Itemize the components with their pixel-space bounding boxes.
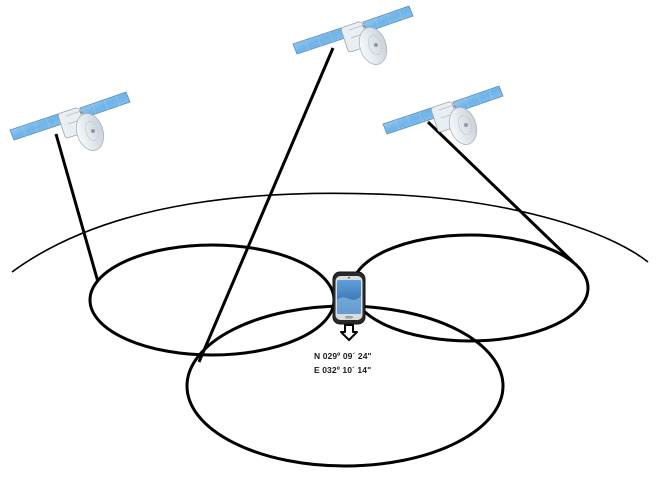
- longitude-label: E 032º 10´ 14": [314, 365, 372, 375]
- satellite-center: [292, 5, 414, 70]
- signal-line-left: [54, 133, 100, 283]
- satellite-icon: [292, 5, 414, 70]
- range-circle-right: [350, 233, 590, 343]
- range-circle-left: [88, 243, 336, 357]
- latitude-label: N 029º 09´ 24": [314, 351, 372, 361]
- satellite-left: [9, 91, 131, 156]
- phone-icon: [332, 271, 366, 325]
- satellite-right: [382, 85, 504, 150]
- signal-line-center: [197, 47, 335, 363]
- signal-line-right: [426, 120, 575, 264]
- earth-horizon-arc: [11, 192, 649, 273]
- satellite-icon: [382, 85, 504, 150]
- down-arrow-icon: [340, 324, 358, 341]
- satellite-icon: [9, 91, 131, 156]
